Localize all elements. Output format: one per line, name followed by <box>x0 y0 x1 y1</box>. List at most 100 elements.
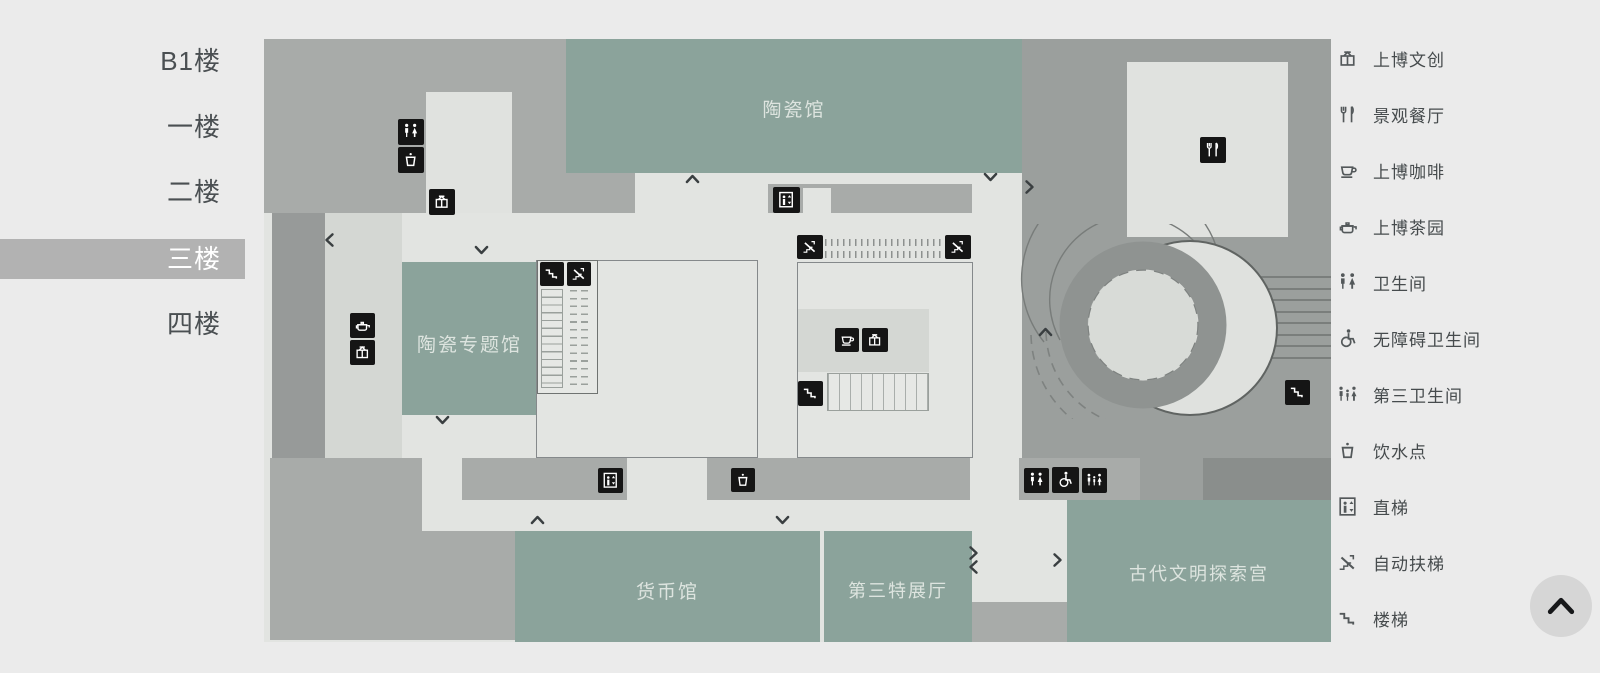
legend-item: 无障碍卫生间 <box>1335 310 1585 366</box>
floor-item-3f-selected[interactable]: 三楼 <box>0 239 245 279</box>
hall-ancient-civilization: 古代文明探索宫 <box>1067 500 1331 642</box>
escalator-icon <box>797 235 823 259</box>
hall-ceramics-special-label: 陶瓷专题馆 <box>416 335 522 356</box>
wheelchair-icon <box>1335 326 1360 351</box>
chevron-right-icon <box>1022 182 1037 192</box>
coffee-icon <box>835 328 859 352</box>
legend-item: 直梯 <box>1335 478 1585 534</box>
hall-coins: 货币馆 <box>515 531 820 642</box>
chevron-left-icon <box>322 235 337 245</box>
legend-label: 景观餐厅 <box>1373 106 1445 126</box>
stairs-icon <box>1335 606 1360 631</box>
legend-label: 无障碍卫生间 <box>1373 330 1481 350</box>
wall-strip-left <box>272 213 325 458</box>
stair-treads-vertical <box>541 289 563 388</box>
area-bottomleft-2 <box>422 531 515 640</box>
legend-label: 第三卫生间 <box>1373 386 1463 406</box>
legend-item: 第三卫生间 <box>1335 366 1585 422</box>
elevator-icon <box>1335 494 1360 519</box>
chevron-up-icon <box>1546 597 1576 615</box>
chevron-up-icon <box>685 174 700 184</box>
family-restroom-icon <box>1335 382 1360 407</box>
escalator-icon <box>945 235 971 259</box>
map-legend: 上博文创 景观餐厅 上博咖啡 上博茶园 卫生间 无障碍卫生间 第三卫生间 饮水点… <box>1335 30 1585 646</box>
floorplan-3f: 陶瓷馆 陶瓷专题馆 货币馆 第三特展厅 古代文明探索宫 <box>264 39 1331 642</box>
area-under-ceramics <box>566 172 635 213</box>
hall-coins-label: 货币馆 <box>635 582 699 603</box>
back-to-top-button[interactable] <box>1530 575 1592 637</box>
legend-label: 上博咖啡 <box>1373 162 1445 182</box>
bridge-ticks-bottom <box>825 251 943 258</box>
teapot-icon <box>350 313 375 338</box>
wall-strip-mid <box>768 184 972 213</box>
escalator-treads-b <box>581 290 588 388</box>
legend-label: 楼梯 <box>1373 610 1409 630</box>
chevron-right-icon <box>966 548 981 558</box>
legend-item: 上博文创 <box>1335 30 1585 86</box>
stairs-icon <box>798 381 823 406</box>
chevron-down-icon <box>983 172 998 182</box>
hall-special-exhibition-3-label: 第三特展厅 <box>848 581 948 601</box>
legend-item: 楼梯 <box>1335 590 1585 646</box>
chevron-up-icon <box>530 515 545 525</box>
legend-label: 直梯 <box>1373 498 1409 518</box>
legend-item: 上博茶园 <box>1335 198 1585 254</box>
elevator-icon <box>598 468 623 493</box>
hall-ceramics-label: 陶瓷馆 <box>762 100 826 121</box>
floor-selector: B1楼 一楼 二楼 三楼 四楼 <box>0 0 245 673</box>
escalator-treads-a <box>570 290 577 388</box>
chevron-down-icon <box>775 515 790 525</box>
area-bottomleft <box>270 458 422 640</box>
hall-ancient-civilization-label: 古代文明探索宫 <box>1129 564 1269 584</box>
teapot-icon <box>1335 214 1360 239</box>
legend-label: 上博茶园 <box>1373 218 1445 238</box>
gift-shop-icon <box>350 340 375 365</box>
wheelchair-icon <box>1052 467 1079 493</box>
floor-item-4f[interactable]: 四楼 <box>166 309 221 339</box>
escalator-icon <box>1335 550 1360 575</box>
restaurant-icon <box>1200 137 1226 163</box>
wall-bottom-corridor <box>970 602 1067 642</box>
stairs-icon <box>540 262 564 286</box>
water-icon <box>1335 438 1360 463</box>
hall-ceramics: 陶瓷馆 <box>566 39 1022 173</box>
legend-item: 自动扶梯 <box>1335 534 1585 590</box>
hall-ceramics-special: 陶瓷专题馆 <box>402 262 537 415</box>
escalator-icon <box>567 262 591 286</box>
legend-item: 景观餐厅 <box>1335 86 1585 142</box>
gift-shop-icon <box>429 189 455 215</box>
chevron-right-icon <box>1050 555 1065 565</box>
hall-special-exhibition-3: 第三特展厅 <box>824 531 972 642</box>
chevron-down-icon <box>435 415 450 425</box>
floor-item-2f[interactable]: 二楼 <box>166 177 221 207</box>
elevator-icon <box>773 187 800 213</box>
corridor-gap <box>803 188 831 213</box>
coffee-icon <box>1335 158 1360 183</box>
stair-treads-horizontal <box>827 373 929 411</box>
chevron-up-icon <box>1038 327 1053 337</box>
legend-item: 上博咖啡 <box>1335 142 1585 198</box>
water-icon <box>731 468 755 492</box>
floor-item-1f[interactable]: 一楼 <box>166 112 221 142</box>
gift-shop-icon <box>862 328 888 352</box>
water-icon <box>398 147 424 173</box>
floor-item-b1[interactable]: B1楼 <box>160 46 221 76</box>
stairs-icon <box>1285 380 1310 405</box>
chevron-left-icon <box>966 562 981 572</box>
family-restroom-icon <box>1082 468 1107 493</box>
spiral-staircase <box>1020 224 1331 419</box>
legend-label: 卫生间 <box>1373 274 1427 294</box>
toilet-icon <box>1024 468 1049 493</box>
bridge-ticks-top <box>825 239 943 246</box>
restaurant-icon <box>1335 102 1360 127</box>
gift-icon <box>1335 46 1360 71</box>
legend-item: 饮水点 <box>1335 422 1585 478</box>
wall-dark-right <box>1203 458 1331 500</box>
toilet-icon <box>398 119 424 145</box>
toilet-icon <box>1335 270 1360 295</box>
legend-item: 卫生间 <box>1335 254 1585 310</box>
chevron-down-icon <box>474 245 489 255</box>
legend-label: 上博文创 <box>1373 50 1445 70</box>
legend-label: 饮水点 <box>1373 442 1427 462</box>
wall-fill <box>1140 458 1203 500</box>
